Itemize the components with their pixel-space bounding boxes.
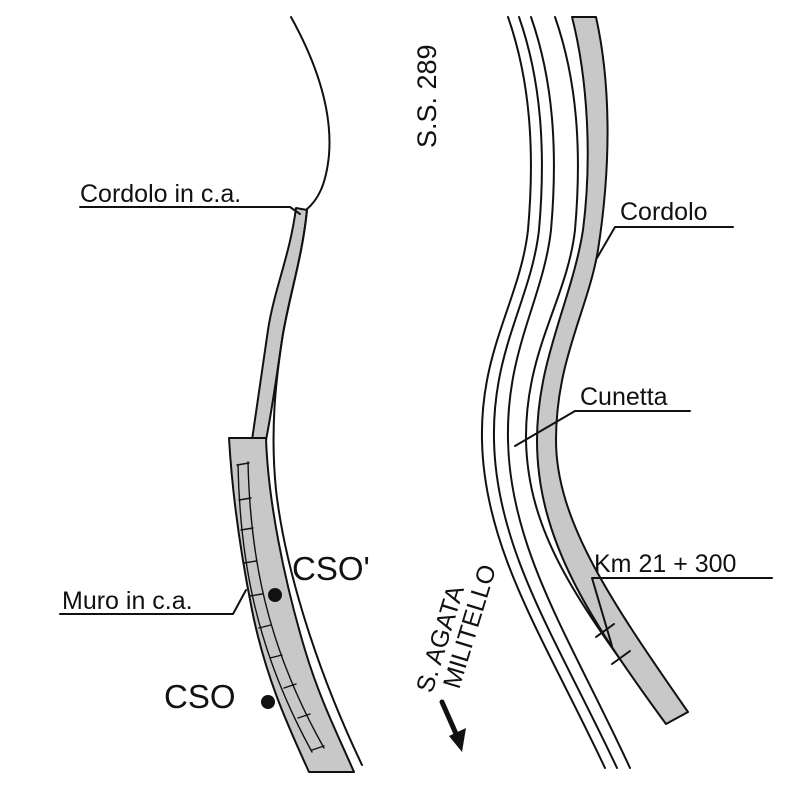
km-label: Km 21 + 300 bbox=[594, 550, 736, 578]
curb-left-label: Cordolo in c.a. bbox=[80, 180, 241, 208]
cso-prime-point bbox=[268, 588, 282, 602]
wall-ladder-detail bbox=[236, 461, 325, 753]
retaining-wall bbox=[228, 437, 355, 773]
km-marker-tick bbox=[595, 623, 615, 638]
right-curb-band bbox=[536, 16, 689, 725]
wall-label: Muro in c.a. bbox=[62, 587, 193, 615]
gutter-label: Cunetta bbox=[580, 383, 668, 411]
right-road-line-1 bbox=[480, 16, 606, 769]
leader-curb-left bbox=[79, 206, 301, 215]
curb-right-label: Cordolo bbox=[620, 198, 708, 226]
right-road-line-3 bbox=[506, 16, 631, 769]
left-curb-band bbox=[251, 207, 308, 441]
leader-wall bbox=[59, 589, 247, 615]
road-name-label: S.S. 289 bbox=[412, 44, 442, 148]
leader-km bbox=[591, 577, 773, 647]
arrow-down-icon bbox=[439, 699, 466, 752]
cso-label: CSO bbox=[164, 678, 236, 715]
cso-point bbox=[261, 695, 275, 709]
km-marker-tick-2 bbox=[611, 650, 631, 665]
leader-gutter bbox=[514, 410, 691, 447]
cso-prime-label: CSO' bbox=[292, 550, 370, 587]
left-road-edge bbox=[290, 16, 331, 211]
right-road-line-2 bbox=[492, 16, 618, 769]
left-inner-edge bbox=[272, 209, 363, 766]
right-gutter-edge bbox=[524, 16, 666, 723]
leader-curb-right bbox=[596, 226, 734, 259]
